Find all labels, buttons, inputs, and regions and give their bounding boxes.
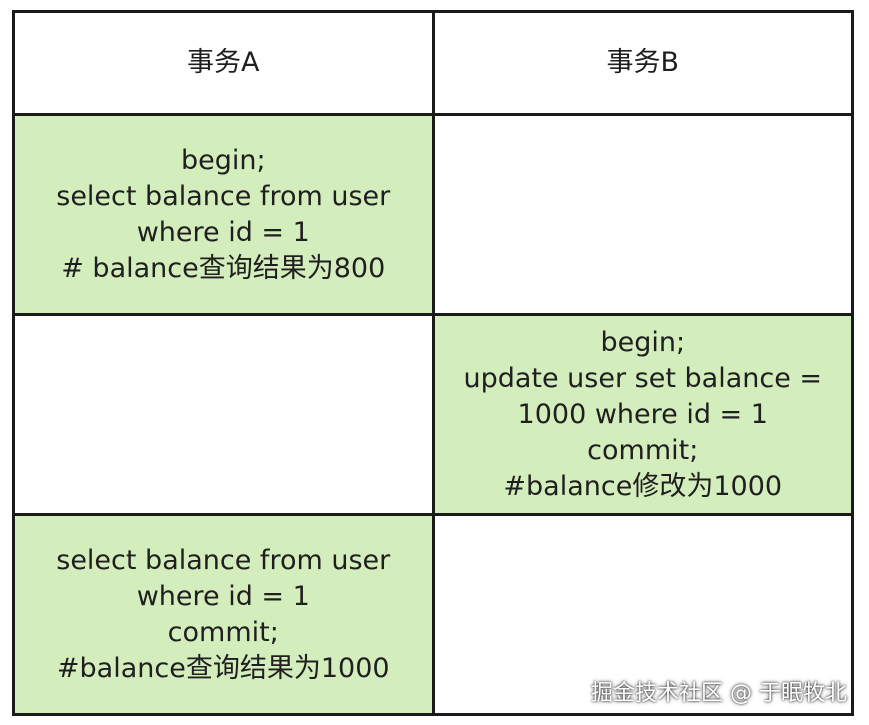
code-line: # balance查询结果为800 [61,252,386,284]
code-line: select balance from user [56,180,391,212]
timeline-row-3: select balance from user where id = 1 co… [12,513,854,716]
cell-a-step-1: begin; select balance from user where id… [12,113,435,317]
cell-b-step-3-empty [431,513,854,716]
code-line: where id = 1 [136,216,310,248]
code-line: begin; [600,326,686,358]
code-line: #balance修改为1000 [503,470,783,502]
timeline-row-2: begin; update user set balance = 1000 wh… [12,313,854,517]
code-line: select balance from user [56,544,391,576]
cell-a-step-3: select balance from user where id = 1 co… [12,513,435,716]
cell-b-step-1-empty [431,113,854,317]
code-line: #balance查询结果为1000 [56,652,390,684]
code-line: begin; [180,144,266,176]
cell-b-step-2: begin; update user set balance = 1000 wh… [431,313,854,517]
code-line: where id = 1 [136,580,310,612]
code-line: commit; [167,616,279,648]
code-line: update user set balance = [463,362,823,394]
code-line: 1000 where id = 1 [517,398,768,430]
header-row: 事务A 事务B [12,9,854,117]
timeline-row-1: begin; select balance from user where id… [12,113,854,317]
watermark: 掘金技术社区 @ 于眠牧北 [591,681,847,706]
transaction-timeline-table: 事务A 事务B begin; select balance from user … [12,9,854,716]
code-line: commit; [587,434,699,466]
header-transaction-b: 事务B [431,9,854,117]
cell-a-step-2-empty [12,313,435,517]
header-transaction-a: 事务A [12,9,435,117]
